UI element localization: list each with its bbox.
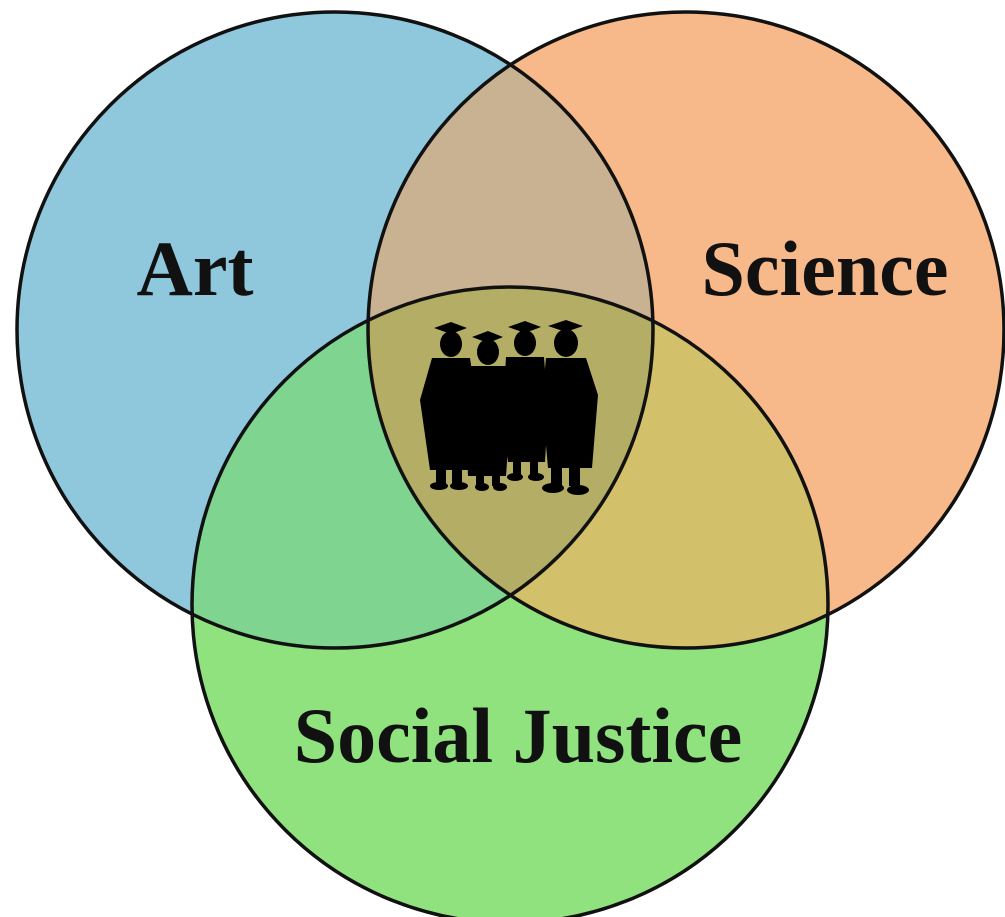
label-art: Art (137, 225, 254, 312)
circle-outlines (15, 10, 1005, 917)
outline-art (15, 10, 655, 650)
graduate-figure (542, 320, 598, 495)
graduates-silhouette-icon (420, 320, 598, 495)
graduate-figure (503, 321, 548, 481)
label-social-justice: Social Justice (294, 692, 742, 779)
label-science: Science (702, 225, 949, 312)
graduate-figure (466, 331, 510, 491)
outline-social-justice (190, 285, 830, 917)
graduate-figure (420, 322, 476, 490)
outline-science (366, 10, 1005, 650)
